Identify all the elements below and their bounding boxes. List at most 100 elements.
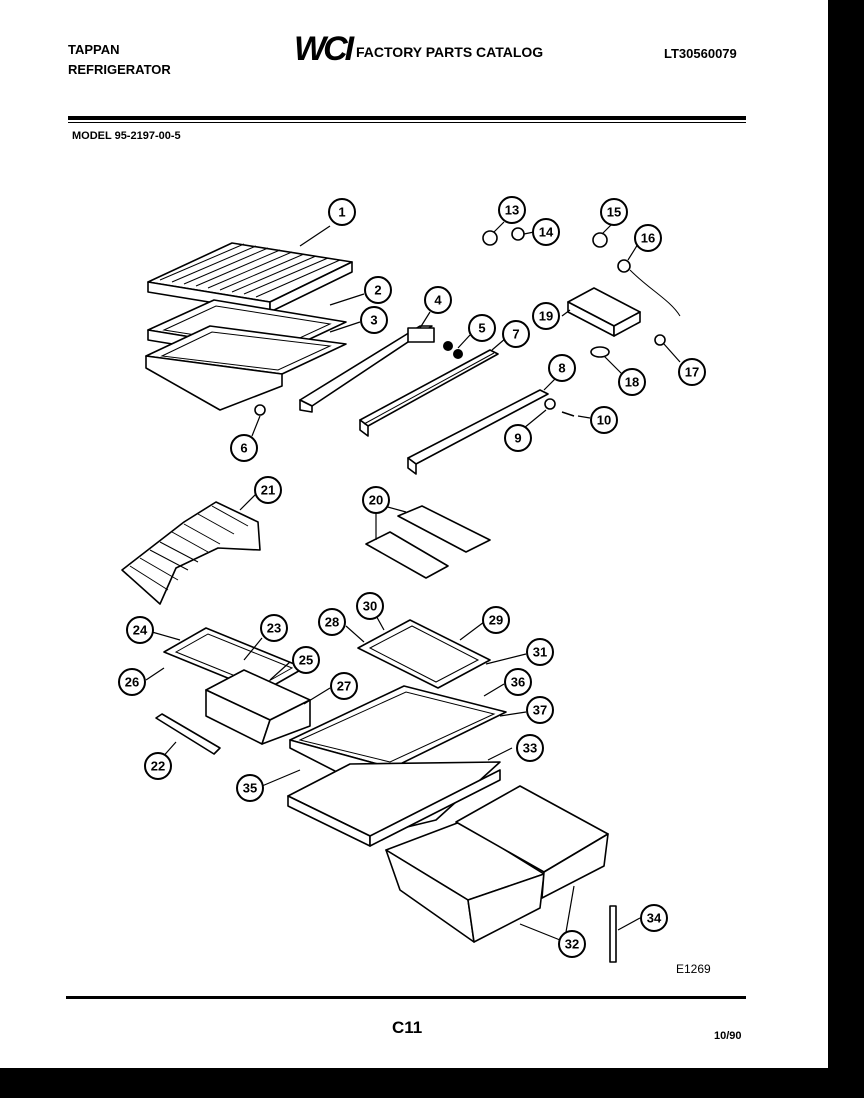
callout-16: 16 [634, 224, 662, 252]
parts-catalog-page: TAPPAN REFRIGERATOR WCI FACTORY PARTS CA… [0, 0, 828, 1068]
part-13-14-bulb-socket [482, 221, 535, 246]
svg-text:17: 17 [685, 365, 699, 380]
svg-text:33: 33 [523, 741, 537, 756]
svg-text:28: 28 [325, 615, 339, 630]
header-rule-thin [68, 122, 746, 123]
callout-36: 36 [504, 668, 532, 696]
model-number: MODEL 95-2197-00-5 [72, 130, 181, 142]
callout-2: 2 [364, 276, 392, 304]
callout-30: 30 [356, 592, 384, 620]
callout-28: 28 [318, 608, 346, 636]
exploded-parts-diagram: 1 2 3 4 5 6 7 8 9 10 13 14 15 16 17 18 1… [118, 196, 706, 963]
svg-text:5: 5 [478, 321, 485, 336]
callout-6: 6 [230, 434, 258, 462]
part-4-rail [299, 311, 435, 413]
part-6-screw [251, 404, 266, 437]
svg-text:1: 1 [338, 205, 345, 220]
callout-20: 20 [362, 486, 390, 514]
svg-text:36: 36 [511, 675, 525, 690]
footer-rule [66, 996, 746, 999]
svg-text:37: 37 [533, 703, 547, 718]
callout-21: 21 [254, 476, 282, 504]
callout-35: 35 [236, 774, 264, 802]
part-20-ice-trays [365, 505, 491, 579]
svg-text:19: 19 [539, 309, 553, 324]
callout-14: 14 [532, 218, 560, 246]
callout-25: 25 [292, 646, 320, 674]
svg-text:32: 32 [565, 937, 579, 952]
part-32-crisper-drawers [385, 785, 609, 943]
wci-logo: WCI [294, 30, 354, 68]
svg-text:21: 21 [261, 483, 275, 498]
part-9-10-fasteners [523, 398, 591, 429]
callout-9: 9 [504, 424, 532, 452]
svg-text:9: 9 [514, 431, 521, 446]
callout-22: 22 [144, 752, 172, 780]
part-8-rail [407, 377, 557, 475]
callout-7: 7 [502, 320, 530, 348]
svg-text:34: 34 [647, 911, 662, 926]
page-number: C11 [392, 1018, 423, 1037]
svg-text:13: 13 [505, 203, 519, 218]
callout-37: 37 [526, 696, 554, 724]
part-3-shelf-frame [145, 321, 361, 411]
svg-text:2: 2 [374, 283, 381, 298]
callout-1: 1 [328, 198, 356, 226]
svg-text:35: 35 [243, 781, 257, 796]
svg-text:10: 10 [597, 413, 611, 428]
callout-33: 33 [516, 734, 544, 762]
svg-text:20: 20 [369, 493, 383, 508]
svg-text:18: 18 [625, 375, 639, 390]
part-34-rod [609, 905, 641, 963]
svg-text:8: 8 [558, 361, 565, 376]
callout-27: 27 [330, 672, 358, 700]
svg-text:27: 27 [337, 679, 351, 694]
callout-32: 32 [558, 930, 586, 958]
svg-text:3: 3 [370, 313, 377, 328]
part-28-31-shelf [345, 611, 527, 689]
svg-text:16: 16 [641, 231, 655, 246]
svg-text:24: 24 [133, 623, 148, 638]
svg-text:14: 14 [539, 225, 554, 240]
callout-29: 29 [482, 606, 510, 634]
callout-5: 5 [468, 314, 496, 342]
catalog-title: FACTORY PARTS CATALOG [356, 44, 544, 60]
part-22-handle [155, 713, 221, 761]
callout-34: 34 [640, 904, 668, 932]
callout-24: 24 [126, 616, 154, 644]
callout-18: 18 [618, 368, 646, 396]
header-rule [68, 116, 746, 120]
callout-13: 13 [498, 196, 526, 224]
callout-3: 3 [360, 306, 388, 334]
part-21-ice-chute [121, 493, 261, 605]
svg-text:26: 26 [125, 675, 139, 690]
product-type: REFRIGERATOR [68, 62, 171, 77]
brand-name: TAPPAN [68, 42, 120, 57]
svg-text:31: 31 [533, 645, 547, 660]
svg-text:15: 15 [607, 205, 621, 220]
part-5-screws [443, 334, 471, 359]
svg-text:4: 4 [434, 293, 442, 308]
svg-text:22: 22 [151, 759, 165, 774]
callout-26: 26 [118, 668, 146, 696]
svg-text:23: 23 [267, 621, 281, 636]
part-33-35-crisper-cover [261, 747, 513, 847]
figure-code: E1269 [676, 962, 711, 976]
part-15-19-control-assembly [561, 223, 681, 375]
callout-8: 8 [548, 354, 576, 382]
revision-date: 10/90 [714, 1030, 742, 1042]
callout-15: 15 [600, 198, 628, 226]
callout-23: 23 [260, 614, 288, 642]
svg-text:30: 30 [363, 599, 377, 614]
part-1-shelf-grille [147, 225, 353, 313]
svg-text:29: 29 [489, 613, 503, 628]
callout-19: 19 [532, 302, 560, 330]
callout-10: 10 [590, 406, 618, 434]
part-25-27-meat-pan [205, 661, 331, 745]
svg-text:6: 6 [240, 441, 247, 456]
callout-4: 4 [424, 286, 452, 314]
callout-17: 17 [678, 358, 706, 386]
part-7-rail [359, 337, 507, 437]
svg-text:7: 7 [512, 327, 519, 342]
catalog-code: LT30560079 [664, 46, 737, 61]
